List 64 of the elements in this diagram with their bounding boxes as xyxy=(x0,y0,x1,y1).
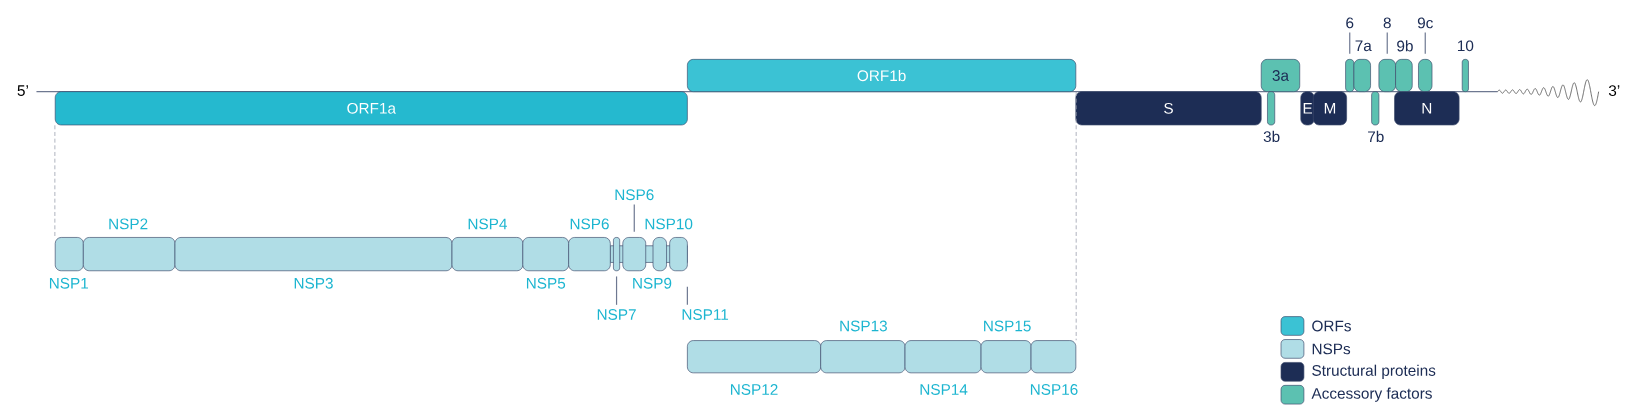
accessory-box: 9b xyxy=(1395,40,1413,93)
protein-box: S xyxy=(1075,91,1262,126)
node-label: 9b xyxy=(1397,40,1413,52)
leader-line xyxy=(1349,32,1351,55)
leader-line xyxy=(615,276,618,306)
node-label: 7a xyxy=(1355,40,1372,52)
leader-line xyxy=(633,204,635,233)
end-label: 3’ xyxy=(1608,85,1620,97)
gene-label: 9c xyxy=(1417,17,1433,29)
node-label: NSP13 xyxy=(840,320,887,332)
nsp-box: NSP14 xyxy=(904,340,982,396)
gene-label: NSP7 xyxy=(597,309,636,321)
accessory-box: 7a xyxy=(1353,40,1372,93)
nsp-box: NSP4 xyxy=(451,218,524,272)
node-label: 3b xyxy=(1263,131,1280,143)
leader-line xyxy=(686,286,688,306)
gene-label: 6 xyxy=(1346,17,1354,29)
node-label: NSP16 xyxy=(1030,384,1078,396)
accessory-box xyxy=(1418,59,1433,93)
node-label: NSP3 xyxy=(294,278,333,289)
nsp-box: NSP6 xyxy=(568,218,611,272)
node-label: NSP1 xyxy=(49,278,89,289)
orf-box: ORF1b xyxy=(687,59,1077,93)
end-label: 5’ xyxy=(17,85,28,97)
leader-line xyxy=(1386,32,1388,55)
accessory-box xyxy=(1345,59,1355,93)
node-label: NSP5 xyxy=(526,278,566,289)
dashed-guide-line xyxy=(54,125,56,238)
node-label: NSP6 xyxy=(570,218,609,230)
gene-label: 8 xyxy=(1383,17,1391,29)
node-label: 7b xyxy=(1368,131,1384,143)
accessory-box: 7b xyxy=(1368,91,1384,143)
dashed-guide-line xyxy=(1075,91,1077,341)
legend-label: Accessory factors xyxy=(1311,387,1432,403)
gene-label: NSP6 xyxy=(615,189,654,201)
nsp-box: NSP15 xyxy=(980,320,1032,374)
accessory-box: 10 xyxy=(1458,40,1474,93)
legend-label: Structural proteins xyxy=(1312,364,1436,380)
legend-label: NSPs xyxy=(1312,343,1351,355)
accessory-box xyxy=(1378,59,1396,93)
protein-box: M xyxy=(1312,91,1347,126)
node-label: NSP10 xyxy=(645,218,693,230)
nsp-box xyxy=(613,237,621,272)
accessory-box: 3a xyxy=(1260,59,1301,93)
nsp-box xyxy=(622,237,647,272)
accessory-box: 3b xyxy=(1263,91,1280,143)
protein-box: E xyxy=(1300,91,1315,126)
nsp-box: NSP5 xyxy=(522,237,569,289)
leader-line xyxy=(1424,32,1426,55)
node-label: 10 xyxy=(1457,40,1474,52)
node-label: NSP9 xyxy=(633,278,672,289)
protein-box: N xyxy=(1394,91,1460,126)
legend-label: ORFs xyxy=(1312,320,1351,332)
nsp-box: NSP16 xyxy=(1030,340,1078,396)
node-label: NSP14 xyxy=(920,384,968,396)
node-label: NSP4 xyxy=(468,218,507,230)
node-label: NSP15 xyxy=(984,320,1031,332)
orf-box: ORF1a xyxy=(54,91,688,126)
nsp-box: NSP12 xyxy=(687,340,821,396)
nsp-box: NSP3 xyxy=(174,237,453,289)
node-label: NSP12 xyxy=(730,384,778,396)
node-label: NSP2 xyxy=(109,218,148,230)
gene-label: NSP11 xyxy=(682,309,729,321)
nsp-box: NSP13 xyxy=(820,320,906,374)
